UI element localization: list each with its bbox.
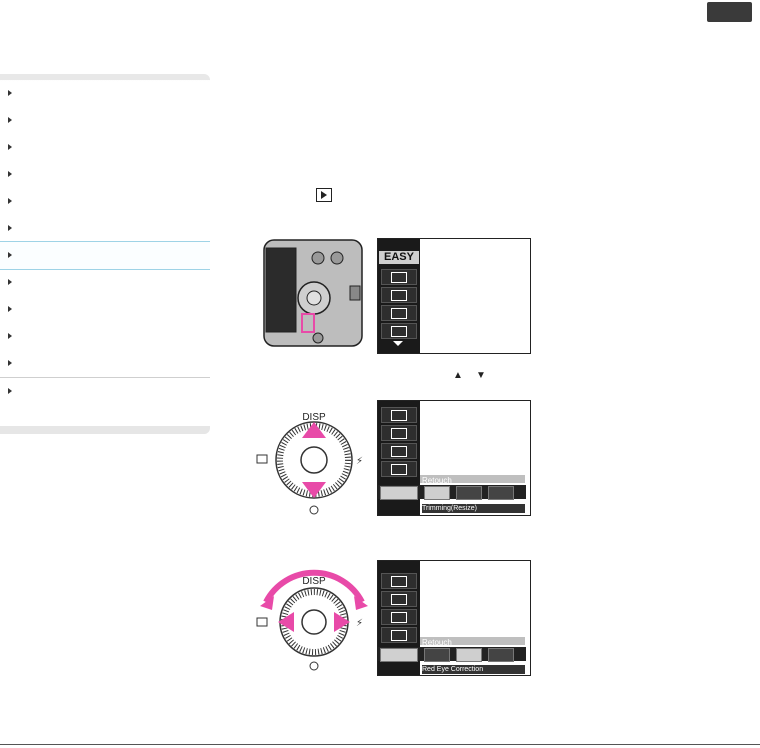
burst-group-icon — [381, 461, 417, 477]
playback-icon — [316, 188, 332, 202]
menu-screen-2: Retouch Trimming(Resize) — [377, 400, 531, 516]
sidebar-item[interactable] — [0, 296, 210, 323]
svg-text:⚡: ⚡ — [356, 456, 363, 467]
retouch-icon — [380, 486, 418, 500]
sidebar-item[interactable] — [0, 269, 210, 296]
slideshow-icon — [381, 573, 417, 589]
movie-edit-icon — [381, 443, 417, 459]
disp-label: DISP — [302, 412, 326, 423]
movie-edit-icon — [381, 305, 417, 321]
down-arrow-icon: ▼ — [476, 370, 486, 381]
arrow-right-icon — [8, 279, 12, 285]
sidebar-nav — [0, 74, 210, 434]
sidebar-item[interactable] — [0, 80, 210, 107]
sidebar-item[interactable] — [0, 377, 210, 405]
rotate-left-indicator — [260, 596, 274, 610]
slideshow-icon — [381, 407, 417, 423]
sidebar-item[interactable] — [0, 323, 210, 350]
slideshow-icon — [381, 269, 417, 285]
burst-group-icon — [381, 323, 417, 339]
left-arrow-indicator — [278, 612, 294, 632]
retouch-label: Retouch — [422, 638, 452, 647]
trimming-icon — [424, 648, 450, 662]
up-arrow-icon: ▲ — [453, 370, 463, 381]
sidebar-item[interactable] — [0, 188, 210, 215]
trimming-icon — [424, 486, 450, 500]
sidebar-item[interactable] — [0, 134, 210, 161]
arrow-right-icon — [8, 171, 12, 177]
sidebar-item[interactable] — [0, 107, 210, 134]
footer-divider — [0, 744, 760, 745]
retouch-icon — [380, 648, 418, 662]
3d-view-icon — [381, 425, 417, 441]
menu-column: EASY — [378, 239, 420, 353]
sidebar-top — [0, 74, 210, 80]
control-wheel-rotate: DISP ⚡ — [256, 569, 368, 671]
arrow-right-icon — [8, 198, 12, 204]
submenu-caption: Red Eye Correction — [422, 665, 525, 674]
arrow-right-icon — [8, 333, 12, 339]
nav-button[interactable] — [707, 2, 752, 22]
3d-view-icon — [381, 287, 417, 303]
menu-screen-1: EASY — [377, 238, 531, 354]
easy-mode-label: EASY — [379, 251, 419, 264]
retouch-submenu — [378, 647, 526, 662]
arrow-right-icon — [8, 388, 12, 394]
rotate-right-indicator — [354, 596, 368, 610]
unsharp-icon — [488, 648, 514, 662]
retouch-label: Retouch — [422, 476, 452, 485]
3d-view-icon — [381, 591, 417, 607]
right-arrow-indicator — [334, 612, 350, 632]
submenu-caption: Trimming(Resize) — [422, 504, 525, 513]
sidebar-item[interactable] — [0, 350, 210, 377]
arrow-right-icon — [8, 117, 12, 123]
unsharp-icon — [488, 486, 514, 500]
arrow-right-icon — [8, 225, 12, 231]
sidebar-item[interactable] — [0, 161, 210, 188]
arrow-right-icon — [8, 306, 12, 312]
camera-back-illustration — [263, 239, 363, 347]
up-arrow-indicator — [302, 422, 326, 438]
sidebar-bottom — [0, 426, 210, 434]
red-eye-icon — [456, 486, 482, 500]
sidebar-item-active[interactable] — [0, 241, 210, 270]
disp-label: DISP — [302, 576, 326, 587]
control-wheel-updown: DISP ⚡ — [256, 412, 363, 515]
arrow-right-icon — [8, 90, 12, 96]
down-arrow-indicator — [302, 482, 326, 498]
red-eye-icon — [456, 648, 482, 662]
menu-screen-3: Retouch Red Eye Correction — [377, 560, 531, 676]
movie-edit-icon — [381, 609, 417, 625]
sidebar-item[interactable] — [0, 215, 210, 242]
burst-group-icon — [381, 627, 417, 643]
arrow-right-icon — [8, 252, 12, 258]
arrow-right-icon — [8, 144, 12, 150]
arrow-right-icon — [8, 360, 12, 366]
svg-text:⚡: ⚡ — [356, 618, 363, 629]
retouch-submenu — [378, 485, 526, 500]
scroll-down-icon — [393, 341, 403, 346]
